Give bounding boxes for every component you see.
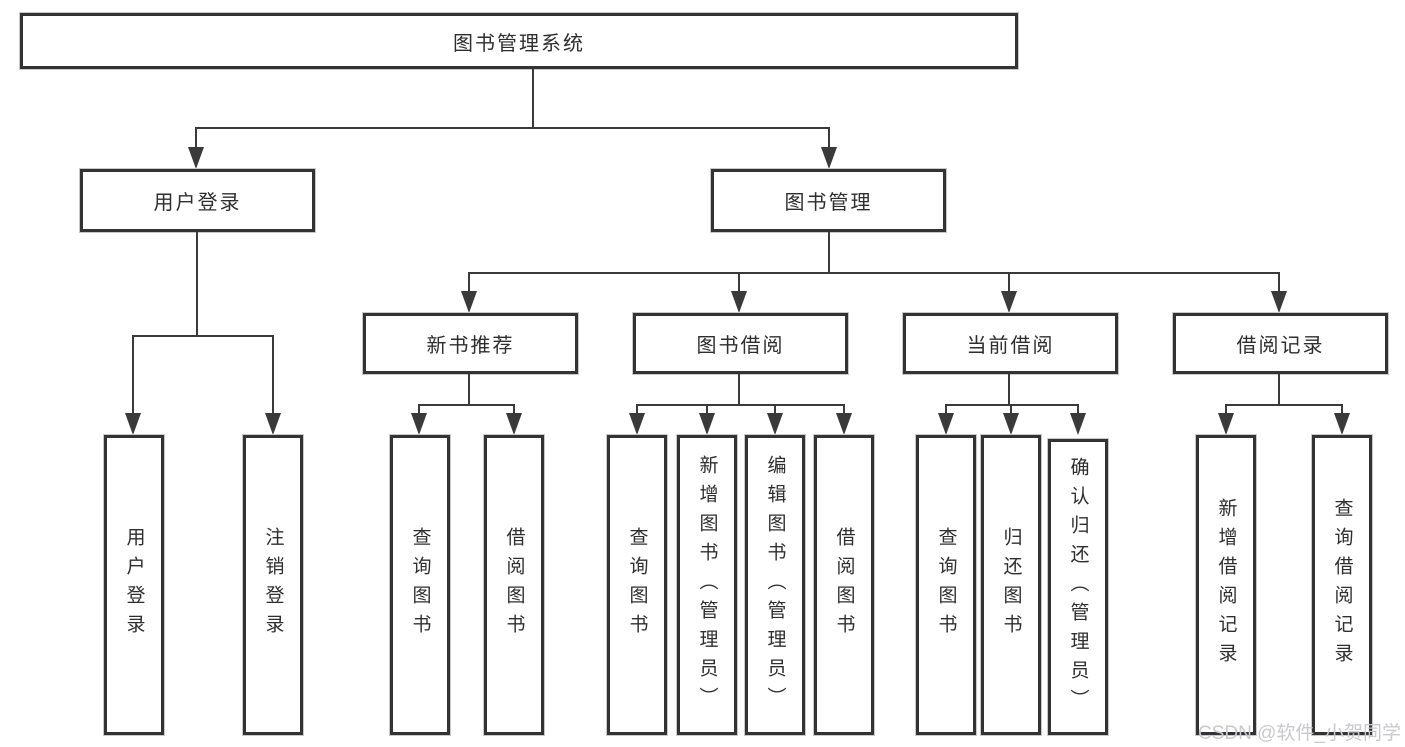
- leaf-query-books-borrowing: 查询图书: [607, 435, 667, 735]
- arrowhead-down-icon: [938, 413, 954, 435]
- connector-line: [196, 232, 198, 337]
- arrowhead-down-icon: [506, 413, 522, 435]
- connector-line: [843, 404, 845, 416]
- node-user-login: 用户登录: [80, 169, 315, 232]
- connector-line: [132, 335, 134, 417]
- arrowhead-down-icon: [821, 147, 837, 169]
- arrowhead-down-icon: [731, 291, 747, 313]
- connector-line: [738, 272, 740, 294]
- leaf-query-books-recommend: 查询图书: [390, 435, 450, 735]
- arrowhead-down-icon: [1070, 413, 1086, 435]
- connector-line: [1278, 272, 1280, 294]
- connector-line: [774, 404, 776, 416]
- arrowhead-down-icon: [461, 291, 477, 313]
- connector-line: [196, 127, 830, 129]
- arrowhead-down-icon: [767, 413, 783, 435]
- connector-line: [272, 335, 274, 417]
- connector-line: [532, 69, 534, 127]
- connector-line: [738, 374, 740, 405]
- leaf-logout: 注销登录: [243, 435, 303, 735]
- connector-line: [419, 404, 515, 406]
- connector-line: [706, 404, 708, 416]
- connector-line: [513, 404, 515, 416]
- arrowhead-down-icon: [1001, 291, 1017, 313]
- connector-line: [195, 127, 197, 153]
- connector-line: [1341, 404, 1343, 416]
- connector-line: [1010, 404, 1012, 416]
- leaf-query-books-current: 查询图书: [916, 435, 976, 735]
- arrowhead-down-icon: [836, 413, 852, 435]
- connector-line: [469, 272, 1280, 274]
- node-book-management: 图书管理: [711, 169, 946, 232]
- leaf-user-login: 用户登录: [104, 435, 164, 735]
- connector-line: [1278, 374, 1280, 405]
- leaf-add-book-admin: 新增图书（管理员）: [677, 435, 737, 735]
- node-borrowing-records: 借阅记录: [1173, 313, 1388, 374]
- arrowhead-down-icon: [265, 413, 281, 435]
- connector-line: [828, 127, 830, 153]
- arrowhead-down-icon: [411, 413, 427, 435]
- connector-line: [1008, 272, 1010, 294]
- node-book-borrowing: 图书借阅: [633, 313, 848, 374]
- connector-line: [828, 232, 830, 273]
- connector-line: [468, 272, 470, 294]
- leaf-borrow-books-borrowing: 借阅图书: [814, 435, 874, 735]
- leaf-add-borrow-record: 新增借阅记录: [1196, 435, 1256, 735]
- connector-line: [945, 404, 947, 416]
- arrowhead-down-icon: [629, 413, 645, 435]
- arrowhead-down-icon: [125, 413, 141, 435]
- node-new-book-recommendation: 新书推荐: [363, 313, 578, 374]
- arrowhead-down-icon: [699, 413, 715, 435]
- node-current-borrowing: 当前借阅: [903, 313, 1118, 374]
- arrowhead-down-icon: [1271, 291, 1287, 313]
- arrowhead-down-icon: [1334, 413, 1350, 435]
- leaf-borrow-books-recommend: 借阅图书: [484, 435, 544, 735]
- connector-line: [1225, 404, 1227, 416]
- arrowhead-down-icon: [1218, 413, 1234, 435]
- arrowhead-down-icon: [1003, 413, 1019, 435]
- connector-line: [468, 374, 470, 405]
- connector-line: [637, 404, 845, 406]
- leaf-edit-book-admin: 编辑图书（管理员）: [745, 435, 805, 735]
- connector-line: [1077, 404, 1079, 416]
- connector-line: [418, 404, 420, 416]
- leaf-query-borrow-record: 查询借阅记录: [1312, 435, 1372, 735]
- csdn-watermark: CSDN @软件_小贺同学: [1198, 723, 1401, 744]
- connector-line: [636, 404, 638, 416]
- connector-line: [1226, 404, 1343, 406]
- connector-line: [1008, 374, 1010, 405]
- connector-line: [946, 404, 1079, 406]
- leaf-confirm-return-admin: 确认归还（管理员）: [1048, 439, 1108, 735]
- connector-line: [133, 335, 274, 337]
- arrowhead-down-icon: [188, 147, 204, 169]
- node-root-book-management-system: 图书管理系统: [20, 13, 1018, 69]
- leaf-return-book: 归还图书: [981, 435, 1041, 735]
